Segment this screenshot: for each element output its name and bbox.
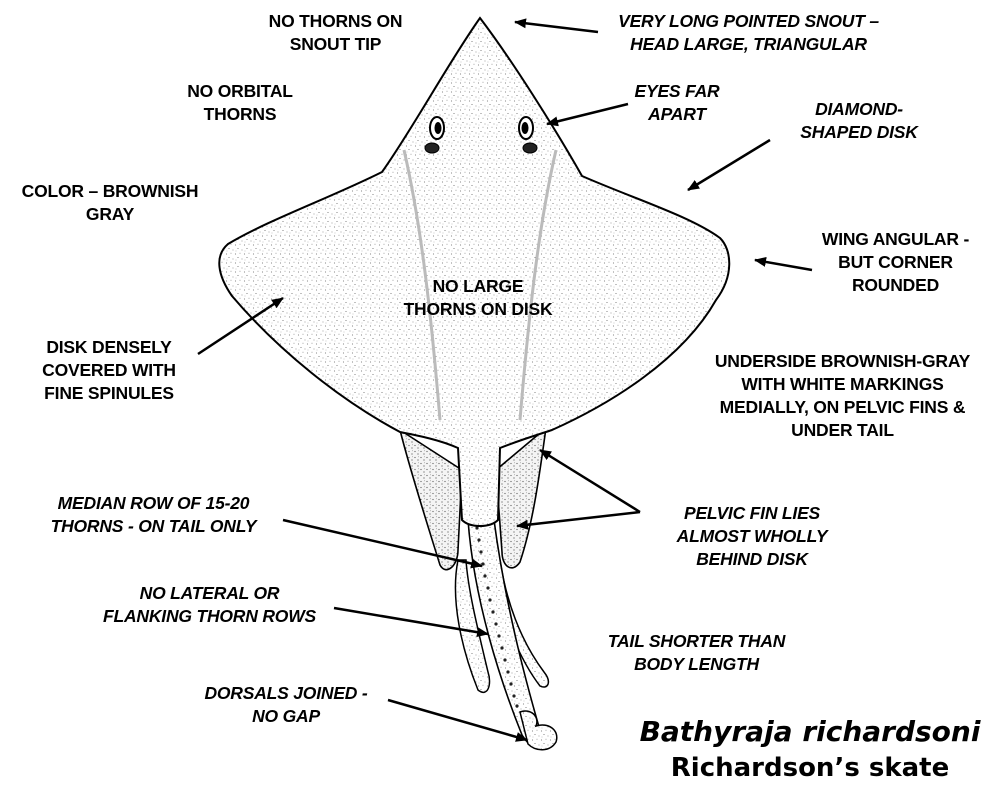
dorsal-fins (520, 711, 557, 750)
label-snout-shape: VERY LONG POINTED SNOUT –HEAD LARGE, TRI… (596, 10, 901, 56)
arrow-wing (755, 260, 812, 270)
arrow-dorsals (388, 700, 527, 740)
arrow-snout (515, 22, 598, 32)
species-caption: Bathyraja richardsoni Richardson’s skate (625, 714, 995, 786)
label-diamond-disk: DIAMOND-SHAPED DISK (785, 98, 933, 144)
arrow-eyes (547, 104, 628, 124)
label-dorsals-joined: DORSALS JOINED -NO GAP (186, 682, 386, 728)
scientific-name: Bathyraja richardsoni (625, 714, 995, 750)
common-name: Richardson’s skate (625, 750, 995, 786)
arrow-pelvic-upper (540, 450, 640, 512)
arrow-pelvic-lower (517, 512, 640, 526)
right-pelvic-fin (496, 428, 546, 568)
arrow-diamond (688, 140, 770, 190)
